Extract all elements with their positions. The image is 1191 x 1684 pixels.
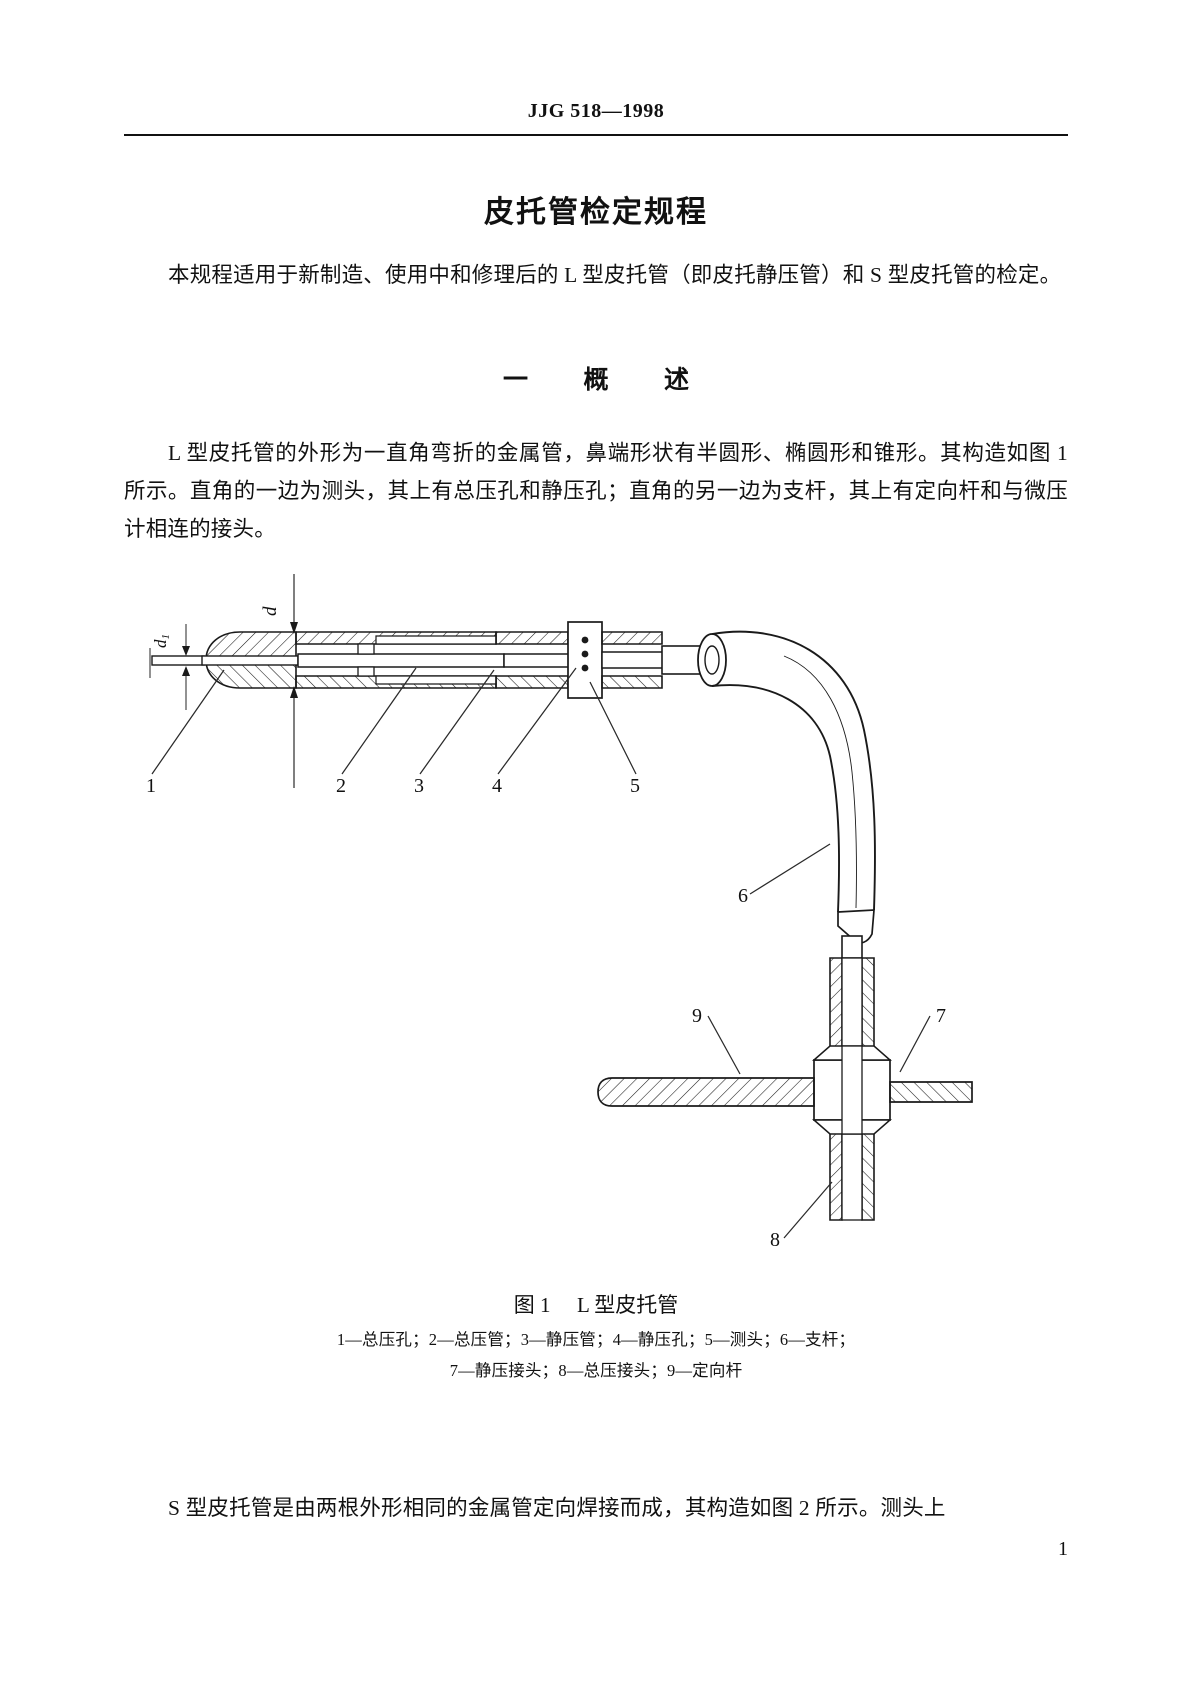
total-pressure-tube (297, 653, 505, 668)
leader-lines (151, 667, 931, 1239)
figure-l-type-pitot-tube: d d1 1 2 3 4 5 6 7 8 9 (124, 560, 1068, 1280)
figure-caption-label: 图 1 (513, 1293, 551, 1317)
dimension-lines (149, 574, 298, 788)
pitot-tube-drawing: d d1 1 2 3 4 5 6 7 8 9 (146, 574, 973, 1251)
static-pressure-holes-block (567, 621, 603, 699)
section-index: 一 (503, 365, 529, 394)
page-title: 皮托管检定规程 (484, 195, 708, 230)
static-pressure-connector-boss (812, 1045, 892, 1135)
callout-7: 7 (936, 1005, 946, 1027)
dimension-label-d: d (260, 606, 281, 616)
figure-legend-line-1: 1—总压孔；2—总压管；3—静压管；4—静压孔；5—测头；6—支杆； (336, 1330, 856, 1349)
callout-4: 4 (492, 775, 502, 797)
callout-5: 5 (630, 775, 640, 797)
section-heading: 一 概 述 (124, 360, 1068, 396)
barrel-lower-wall-b (495, 675, 569, 689)
section-label-char-2: 述 (663, 365, 689, 394)
nose-bore (201, 655, 299, 666)
figure-caption-text: L 型皮托管 (576, 1293, 679, 1317)
total-pressure-hole (151, 655, 205, 666)
callout-9: 9 (692, 1005, 702, 1027)
barrel-upper-wall-b (495, 631, 569, 645)
callout-8: 8 (770, 1229, 780, 1251)
callout-2: 2 (336, 775, 346, 797)
tail-paragraph: S 型皮托管是由两根外形相同的金属管定向焊接而成，其构造如图 2 所示。测头上 (168, 1496, 946, 1520)
figure-legend-line-2: 7—静压接头；8—总压接头；9—定向杆 (449, 1361, 743, 1380)
dimension-label-d1: d1 (151, 634, 172, 648)
callout-3: 3 (414, 775, 424, 797)
support-stem (697, 630, 876, 959)
head-connector-stub (661, 645, 701, 675)
header-rule (124, 134, 1068, 136)
intro-paragraph: 本规程适用于新制造、使用中和修理后的 L 型皮托管（即皮托静压管）和 S 型皮托… (168, 263, 1062, 287)
body-paragraph: L 型皮托管的外形为一直角弯折的金属管，鼻端形状有半圆形、椭圆形和锥形。其构造如… (124, 441, 1068, 541)
callout-1: 1 (146, 775, 156, 797)
running-header: JJG 518—1998 (527, 100, 665, 122)
static-pressure-connector-arm (889, 1081, 973, 1103)
figure-caption: 图 1 L 型皮托管 (124, 1289, 1068, 1319)
section-label-char-1: 概 (583, 365, 609, 394)
callout-6: 6 (738, 885, 748, 907)
directional-rod (597, 1077, 815, 1107)
page-number: 1 (1058, 1538, 1068, 1560)
